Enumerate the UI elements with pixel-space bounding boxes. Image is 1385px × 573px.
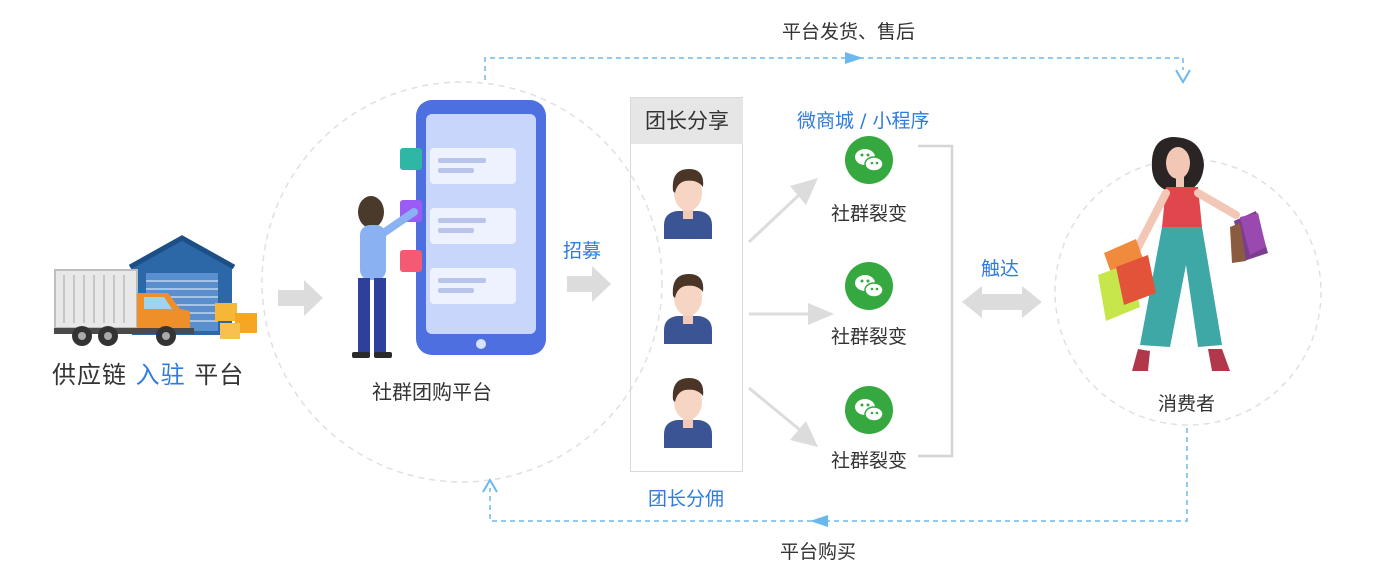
arrow-to-fission-3-head <box>790 421 818 447</box>
bottom-flow-arrowhead <box>810 515 828 527</box>
leader-share-panel <box>630 97 743 472</box>
bottom-flow-line <box>489 428 1188 522</box>
arrow-to-fission-1-head <box>790 178 818 205</box>
fission-label-3: 社群裂变 <box>830 450 907 472</box>
leader-avatar-icon <box>664 274 712 344</box>
leader-avatar-icon <box>664 169 712 239</box>
top-flow-arrowhead <box>845 52 863 64</box>
arrow-to-fission-2-head <box>808 303 834 325</box>
wechat-icon <box>845 262 893 310</box>
arrow-to-fission-1-line <box>747 192 802 244</box>
consumer-dashed-circle <box>1054 158 1322 426</box>
supply-chain-label: 供应链 入驻 平台 <box>52 355 244 390</box>
fission-label-2: 社群裂变 <box>830 326 907 348</box>
consumer-label: 消费者 <box>1158 393 1216 415</box>
supply-highlight: 入驻 <box>135 361 186 389</box>
wechat-icon <box>845 136 893 184</box>
supply-prefix: 供应链 <box>52 361 136 389</box>
fission-bracket <box>918 144 954 458</box>
phone-platform-icon <box>352 100 546 358</box>
leader-avatar-icon <box>664 378 712 448</box>
fission-label-1: 社群裂变 <box>830 203 907 225</box>
bottom-flow-end-arrowhead <box>482 478 498 493</box>
wechat-icon <box>845 386 893 434</box>
arrow-recruit <box>567 266 611 302</box>
reach-double-arrow <box>962 286 1042 318</box>
leader-commission-label: 团长分佣 <box>648 488 725 510</box>
recruit-label: 招募 <box>563 240 602 262</box>
platform-dashed-circle <box>261 81 663 483</box>
reach-label: 触达 <box>981 258 1020 280</box>
top-flow-end-arrowhead <box>1175 69 1191 84</box>
shopper-woman-icon <box>1098 137 1268 371</box>
supply-suffix: 平台 <box>185 361 245 389</box>
channel-label: 微商城 / 小程序 <box>797 110 930 132</box>
leader-share-header: 团长分享 <box>631 98 743 144</box>
top-flow-label: 平台发货、售后 <box>782 21 916 43</box>
top-flow-line <box>484 57 1184 80</box>
arrow-supply-to-platform <box>278 280 323 316</box>
platform-label: 社群团购平台 <box>372 380 492 404</box>
truck-warehouse-icon <box>54 235 257 346</box>
arrow-to-fission-3-line <box>748 386 801 432</box>
bottom-flow-label: 平台购买 <box>780 541 857 563</box>
